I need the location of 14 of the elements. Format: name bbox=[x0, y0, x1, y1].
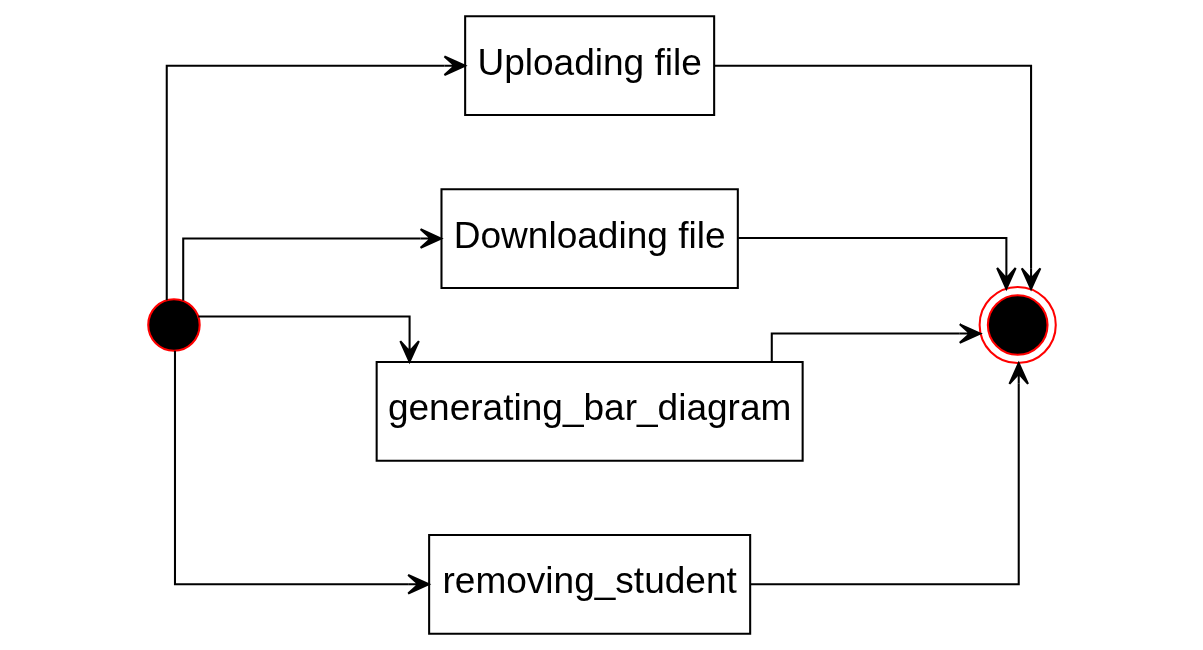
arrow bbox=[713, 64, 1041, 290]
arrow bbox=[737, 237, 1017, 290]
node-box: removing_student bbox=[427, 533, 751, 635]
arrow bbox=[181, 228, 442, 301]
node-box: generating_bar_diagram bbox=[375, 361, 804, 462]
node-circle bbox=[978, 285, 1057, 365]
arrow bbox=[173, 350, 430, 595]
node-circle bbox=[146, 298, 201, 352]
arrow bbox=[165, 55, 466, 301]
node-box: Downloading file bbox=[439, 188, 739, 289]
arrow bbox=[770, 323, 981, 362]
arrow bbox=[197, 315, 420, 363]
node-box: Uploading file bbox=[463, 15, 715, 117]
arrow bbox=[750, 362, 1029, 586]
